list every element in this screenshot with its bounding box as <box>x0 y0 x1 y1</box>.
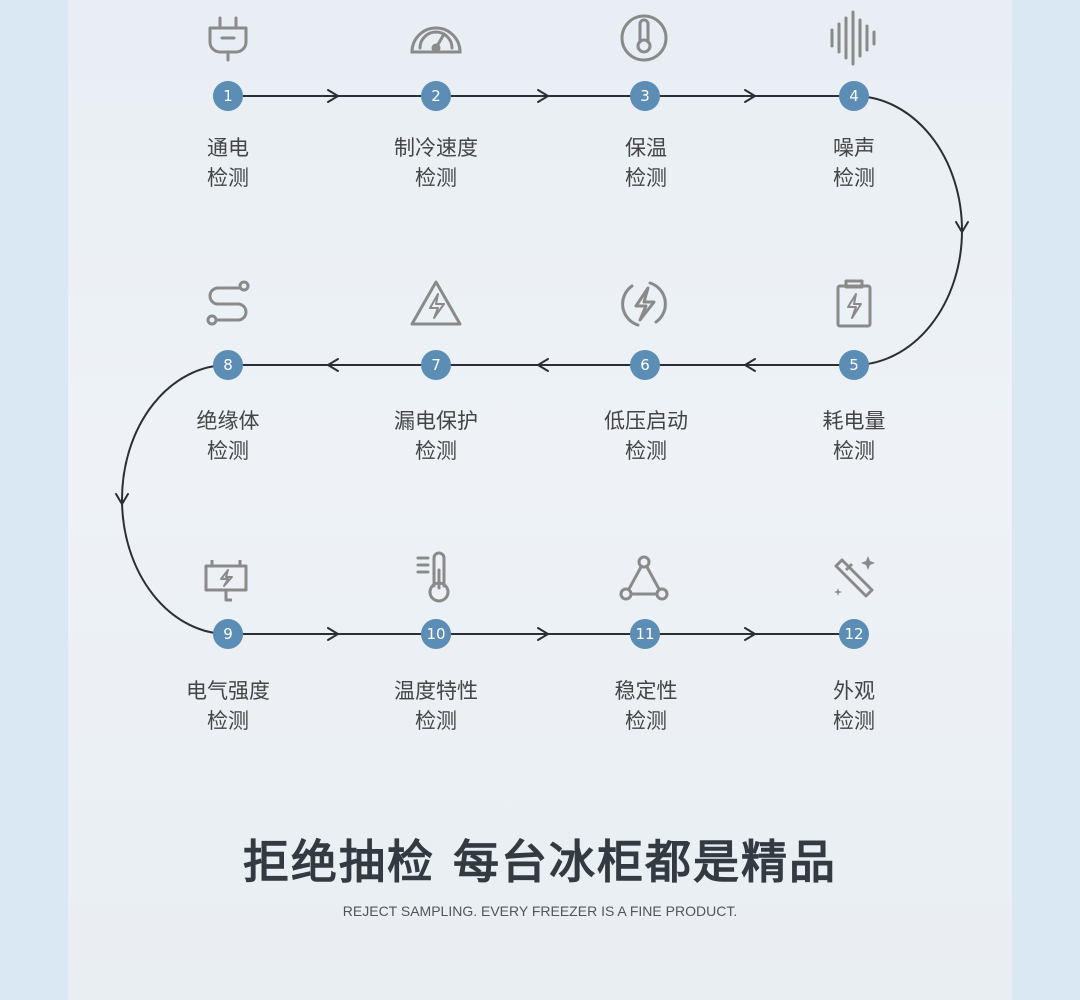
arrow-down-icon <box>955 221 969 234</box>
step-label-line1: 通电 <box>207 136 249 160</box>
step-badge-5: 5 <box>839 350 869 380</box>
step-badge-8: 8 <box>213 350 243 380</box>
arrow-left-icon <box>743 358 756 372</box>
arrow-right-icon <box>327 627 340 641</box>
step-label: 稳定性检测 <box>566 676 726 736</box>
warning-bolt-icon <box>406 274 466 334</box>
step-badge-1: 1 <box>213 81 243 111</box>
step-label-line1: 电气强度 <box>186 679 270 703</box>
step-label-line2: 检测 <box>207 439 249 463</box>
step-badge-9: 9 <box>213 619 243 649</box>
content-panel <box>68 0 1012 1000</box>
step-label-line1: 保温 <box>625 136 667 160</box>
step-label-line1: 低压启动 <box>604 409 688 433</box>
headline: 拒绝抽检 每台冰柜都是精品 <box>242 835 837 889</box>
step-label-line2: 检测 <box>415 166 457 190</box>
step-badge-6: 6 <box>630 350 660 380</box>
step-label-line1: 噪声 <box>833 136 875 160</box>
step-label: 制冷速度检测 <box>356 133 516 193</box>
arrow-left-icon <box>536 358 549 372</box>
step-badge-11: 11 <box>630 619 660 649</box>
step-label: 噪声检测 <box>774 133 934 193</box>
step-label: 漏电保护检测 <box>356 406 516 466</box>
step-label: 绝缘体检测 <box>148 406 308 466</box>
step-label-line2: 检测 <box>625 709 667 733</box>
arrow-right-icon <box>744 89 757 103</box>
step-label-line2: 检测 <box>207 166 249 190</box>
step-badge-3: 3 <box>630 81 660 111</box>
step-label-line2: 检测 <box>625 166 667 190</box>
battery-bolt-icon <box>824 274 884 334</box>
step-badge-4: 4 <box>839 81 869 111</box>
power-bolt-icon <box>614 274 674 334</box>
step-label-line1: 制冷速度 <box>394 136 478 160</box>
step-label-line2: 检测 <box>415 709 457 733</box>
step-badge-2: 2 <box>421 81 451 111</box>
step-badge-12: 12 <box>839 619 869 649</box>
subheadline: REJECT SAMPLING. EVERY FREEZER IS A FINE… <box>342 903 738 919</box>
step-label-line2: 检测 <box>625 439 667 463</box>
step-label-line2: 检测 <box>833 709 875 733</box>
step-label-line1: 耗电量 <box>822 409 886 433</box>
step-label-line2: 检测 <box>415 439 457 463</box>
step-label: 外观检测 <box>774 676 934 736</box>
step-label-line2: 检测 <box>833 439 875 463</box>
thermometer-scale-icon <box>406 548 466 608</box>
wire-route-icon <box>198 274 258 334</box>
step-label-line1: 漏电保护 <box>394 409 478 433</box>
soundwave-icon <box>824 8 884 68</box>
step-label-line2: 检测 <box>207 709 249 733</box>
arrow-down-icon <box>115 493 129 506</box>
step-badge-10: 10 <box>421 619 451 649</box>
step-label: 耗电量检测 <box>774 406 934 466</box>
arrow-right-icon <box>744 627 757 641</box>
step-label: 电气强度检测 <box>148 676 308 736</box>
gauge-icon <box>406 8 466 68</box>
thermometer-circle-icon <box>614 8 674 68</box>
triangle-nodes-icon <box>614 548 674 608</box>
step-label: 通电检测 <box>148 133 308 193</box>
step-label-line1: 温度特性 <box>394 679 478 703</box>
magic-wand-icon <box>824 548 884 608</box>
step-label-line2: 检测 <box>833 166 875 190</box>
arrow-right-icon <box>537 89 550 103</box>
step-badge-7: 7 <box>421 350 451 380</box>
step-label-line1: 稳定性 <box>614 679 678 703</box>
plug-icon <box>198 8 258 68</box>
step-label: 低压启动检测 <box>566 406 726 466</box>
arrow-right-icon <box>327 89 340 103</box>
arrow-left-icon <box>326 358 339 372</box>
electric-panel-icon <box>196 548 256 608</box>
step-label: 保温检测 <box>566 133 726 193</box>
step-label-line1: 绝缘体 <box>196 409 260 433</box>
arrow-right-icon <box>537 627 550 641</box>
step-label-line1: 外观 <box>833 679 875 703</box>
step-label: 温度特性检测 <box>356 676 516 736</box>
